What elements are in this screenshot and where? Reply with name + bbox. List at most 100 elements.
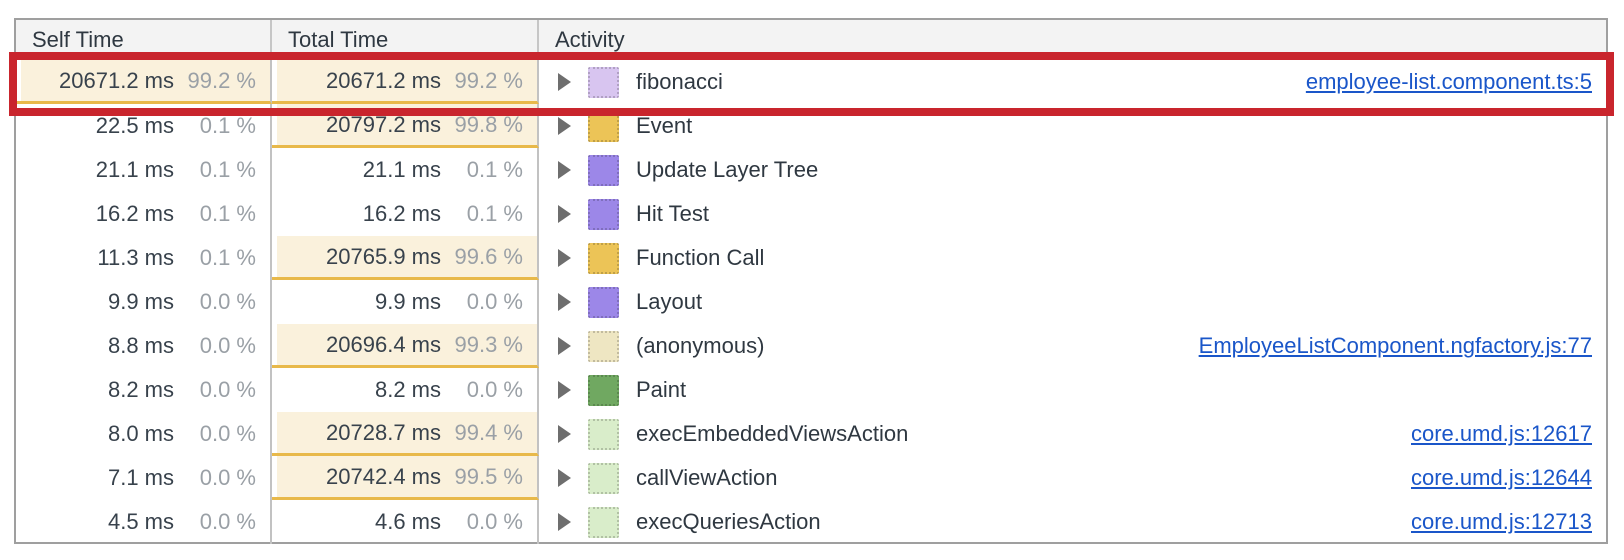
- self-time-value: 4.5 ms: [107, 509, 174, 534]
- category-color-swatch: [588, 506, 619, 538]
- disclosure-triangle-icon[interactable]: [558, 381, 571, 399]
- activity-label: Update Layer Tree: [636, 157, 819, 182]
- self-time-cell: 8.0 ms 0.0 %: [16, 412, 272, 456]
- activity-cell: execQueriesAction core.umd.js:12713: [539, 500, 1606, 544]
- source-link[interactable]: core.umd.js:12644: [1411, 465, 1592, 490]
- disclosure-triangle-icon[interactable]: [558, 425, 571, 443]
- category-color-swatch: [588, 110, 619, 142]
- column-header-total-time[interactable]: Total Time: [272, 20, 539, 59]
- total-time-value: 9.9 ms: [374, 289, 441, 314]
- self-time-value: 7.1 ms: [107, 465, 174, 490]
- total-time-cell: 21.1 ms 0.1 %: [272, 148, 539, 192]
- total-time-cell: 16.2 ms 0.1 %: [272, 192, 539, 236]
- disclosure-triangle-icon[interactable]: [558, 161, 571, 179]
- self-time-value: 11.3 ms: [97, 245, 174, 270]
- category-color-swatch: [588, 154, 619, 186]
- table-row[interactable]: 9.9 ms 0.0 % 9.9 ms 0.0 % Layout: [16, 280, 1606, 324]
- table-row[interactable]: 8.2 ms 0.0 % 8.2 ms 0.0 % Paint: [16, 368, 1606, 412]
- table-row[interactable]: 8.0 ms 0.0 % 20728.7 ms 99.4 % execEmbed…: [16, 412, 1606, 456]
- activity-cell: (anonymous) EmployeeListComponent.ngfact…: [539, 324, 1606, 368]
- table-row[interactable]: 7.1 ms 0.0 % 20742.4 ms 99.5 % callViewA…: [16, 456, 1606, 500]
- self-time-value: 21.1 ms: [95, 157, 174, 182]
- total-time-cell: 20742.4 ms 99.5 %: [272, 456, 539, 500]
- category-color-swatch: [588, 242, 619, 274]
- category-color-swatch: [588, 418, 619, 450]
- column-header-label: Total Time: [288, 26, 389, 52]
- total-time-cell: 20765.9 ms 99.6 %: [272, 236, 539, 280]
- self-time-value: 16.2 ms: [95, 201, 174, 226]
- total-time-value: 20671.2 ms: [326, 67, 441, 93]
- category-color-swatch: [588, 462, 619, 494]
- self-time-value: 8.0 ms: [107, 421, 174, 446]
- total-time-percent: 0.1 %: [466, 201, 523, 226]
- self-time-cell: 21.1 ms 0.1 %: [16, 148, 272, 192]
- self-time-value: 8.8 ms: [107, 333, 174, 358]
- total-time-percent: 99.8 %: [454, 111, 524, 137]
- self-time-cell: 22.5 ms 0.1 %: [16, 104, 272, 148]
- self-time-cell: 20671.2 ms 99.2 %: [16, 60, 272, 104]
- activity-cell: fibonacci employee-list.component.ts:5: [539, 60, 1606, 104]
- column-header-activity[interactable]: Activity: [539, 20, 1606, 59]
- self-time-percent: 0.0 %: [199, 333, 256, 358]
- activity-cell: Hit Test: [539, 192, 1606, 236]
- table-row[interactable]: 8.8 ms 0.0 % 20696.4 ms 99.3 % (anonymou…: [16, 324, 1606, 368]
- self-time-cell: 7.1 ms 0.0 %: [16, 456, 272, 500]
- self-time-percent: 0.1 %: [199, 113, 256, 138]
- source-link[interactable]: core.umd.js:12617: [1411, 421, 1592, 446]
- total-time-value: 20742.4 ms: [326, 463, 441, 489]
- activity-cell: Layout: [539, 280, 1606, 324]
- total-time-cell: 20671.2 ms 99.2 %: [272, 60, 539, 104]
- disclosure-triangle-icon[interactable]: [558, 249, 571, 267]
- source-link[interactable]: employee-list.component.ts:5: [1305, 69, 1592, 94]
- disclosure-triangle-icon[interactable]: [558, 513, 571, 531]
- disclosure-triangle-icon[interactable]: [558, 205, 571, 223]
- performance-bottom-up-table: Self Time Total Time Activity 20671.2 ms…: [9, 18, 1614, 544]
- self-time-value: 8.2 ms: [107, 377, 174, 402]
- category-color-swatch: [588, 66, 619, 98]
- disclosure-triangle-icon[interactable]: [558, 293, 571, 311]
- activity-label: Hit Test: [636, 201, 709, 226]
- activity-label: fibonacci: [636, 69, 723, 94]
- total-time-percent: 99.3 %: [454, 331, 524, 357]
- total-time-value: 20728.7 ms: [326, 419, 441, 445]
- self-time-percent: 0.0 %: [199, 465, 256, 490]
- total-time-cell: 4.6 ms 0.0 %: [272, 500, 539, 544]
- table-row[interactable]: 20671.2 ms 99.2 % 20671.2 ms 99.2 % fibo…: [16, 60, 1606, 104]
- category-color-swatch: [588, 198, 619, 230]
- category-color-swatch: [588, 330, 619, 362]
- total-time-value: 20696.4 ms: [326, 331, 441, 357]
- activity-label: execQueriesAction: [636, 509, 821, 534]
- self-time-percent: 99.2 %: [187, 67, 257, 93]
- disclosure-triangle-icon[interactable]: [558, 337, 571, 355]
- table-row[interactable]: 21.1 ms 0.1 % 21.1 ms 0.1 % Update Layer…: [16, 148, 1606, 192]
- source-link[interactable]: EmployeeListComponent.ngfactory.js:77: [1198, 333, 1592, 358]
- table-row[interactable]: 16.2 ms 0.1 % 16.2 ms 0.1 % Hit Test: [16, 192, 1606, 236]
- table-row[interactable]: 22.5 ms 0.1 % 20797.2 ms 99.8 % Event: [16, 104, 1606, 148]
- column-header-self-time[interactable]: Self Time: [16, 20, 272, 59]
- total-time-value: 21.1 ms: [362, 157, 441, 182]
- self-time-value: 9.9 ms: [107, 289, 174, 314]
- disclosure-triangle-icon[interactable]: [558, 469, 571, 487]
- table-row[interactable]: 11.3 ms 0.1 % 20765.9 ms 99.6 % Function…: [16, 236, 1606, 280]
- source-link[interactable]: core.umd.js:12713: [1411, 509, 1592, 534]
- disclosure-triangle-icon[interactable]: [558, 117, 571, 135]
- activity-label: (anonymous): [636, 333, 765, 358]
- total-time-value: 20765.9 ms: [326, 243, 441, 269]
- activity-label: Function Call: [636, 245, 765, 270]
- total-time-value: 4.6 ms: [374, 509, 441, 534]
- total-time-percent: 99.2 %: [454, 67, 524, 93]
- total-time-percent: 0.0 %: [466, 289, 523, 314]
- activity-cell: Function Call: [539, 236, 1606, 280]
- total-time-cell: 20696.4 ms 99.3 %: [272, 324, 539, 368]
- self-time-cell: 4.5 ms 0.0 %: [16, 500, 272, 544]
- category-color-swatch: [588, 286, 619, 318]
- table-row[interactable]: 4.5 ms 0.0 % 4.6 ms 0.0 % execQueriesAct…: [16, 500, 1606, 544]
- disclosure-triangle-icon[interactable]: [558, 73, 571, 91]
- activity-label: execEmbeddedViewsAction: [636, 421, 909, 446]
- total-time-value: 8.2 ms: [374, 377, 441, 402]
- self-time-percent: 0.1 %: [199, 157, 256, 182]
- total-time-value: 20797.2 ms: [326, 111, 441, 137]
- self-time-cell: 8.8 ms 0.0 %: [16, 324, 272, 368]
- column-header-label: Self Time: [32, 26, 124, 52]
- activity-cell: Update Layer Tree: [539, 148, 1606, 192]
